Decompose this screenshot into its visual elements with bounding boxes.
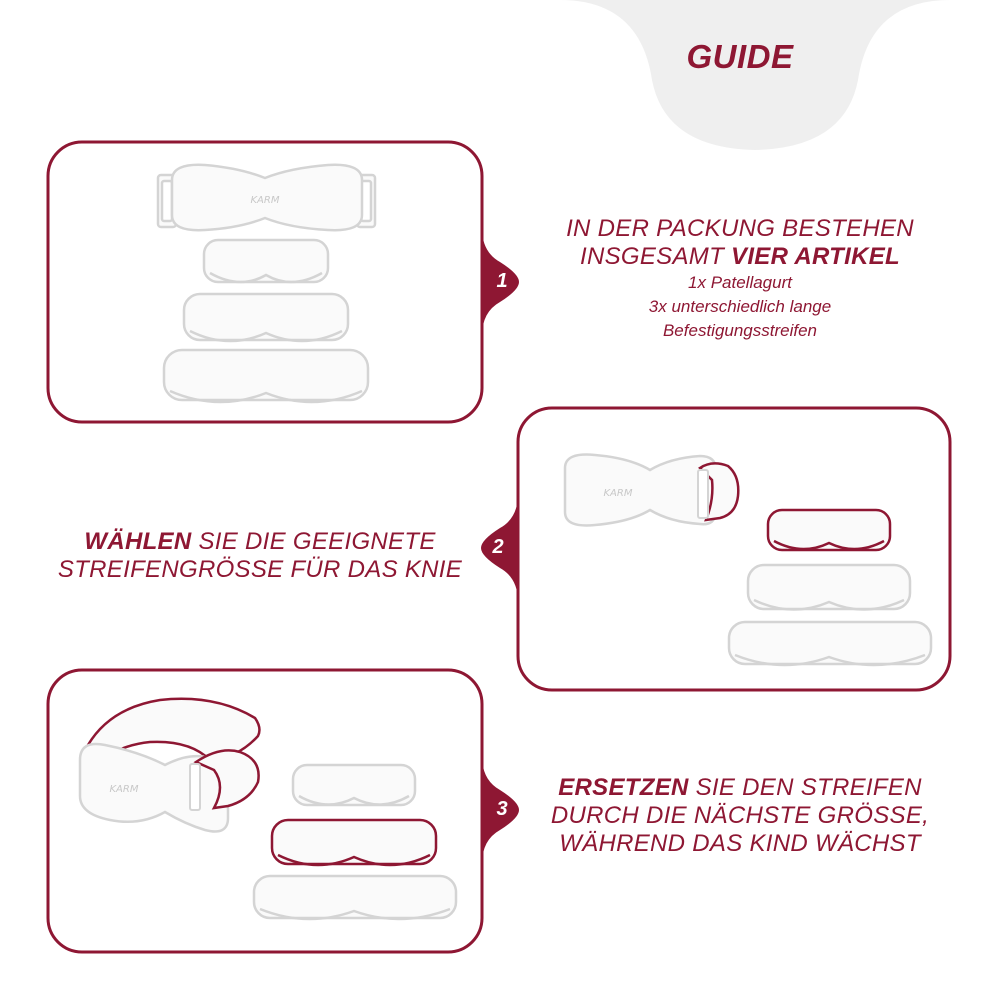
strap-medium-icon [182,292,350,343]
step-1-line-1: IN DER PACKUNG BESTEHEN [566,215,914,242]
svg-text:KARM: KARM [604,488,633,499]
step-1-line-2-text: INSGESAMT [580,243,732,270]
patella-strap-icon: KARM [563,453,740,527]
step-2-highlight: WÄHLEN [84,528,192,555]
panel-3: KARM [46,668,519,954]
svg-text:KARM: KARM [251,195,280,206]
strap-long-icon [252,874,458,921]
strap-short-icon [291,763,417,807]
step-3-highlight: ERSETZEN [558,774,689,801]
step-3-line-2: DURCH DIE NÄCHSTE GRÖSSE, [550,802,930,829]
step-2-line-1: WÄHLEN SIE DIE GEEIGNETE [40,528,480,556]
strap-medium-icon [746,563,912,611]
svg-text:KARM: KARM [110,784,139,795]
header-tab [560,0,950,150]
step-1-text: IN DER PACKUNG BESTEHEN INSGESAMT VIER A… [540,215,940,343]
step-2-text: WÄHLEN SIE DIE GEEIGNETE STREIFENGRÖSSE … [40,528,480,584]
step-1-number: 1 [496,270,508,292]
patella-strap-icon: KARM [156,163,377,232]
step-1-detail-3: Befestigungsstreifen [662,321,818,340]
strap-long-icon [727,620,933,667]
panel-1: KARM [46,140,519,424]
step-2-number: 2 [492,536,504,558]
strap-long-icon [162,348,370,404]
step-3-number: 3 [496,798,508,820]
step-1-line-2: INSGESAMT VIER ARTIKEL [540,243,940,271]
step-3-line-1-text: SIE DEN STREIFEN [688,774,922,801]
strap-worn-icon: KARM [78,697,261,833]
step-1-highlight: VIER ARTIKEL [731,243,900,270]
step-2-line-2: STREIFENGRÖSSE FÜR DAS KNIE [57,556,463,583]
step-3-line-3: WÄHREND DAS KIND WÄCHST [559,830,921,857]
step-3-line-1: ERSETZEN SIE DEN STREIFEN [540,774,940,802]
strap-short-icon [202,238,330,284]
strap-medium-icon[interactable] [270,818,438,867]
step-3-text: ERSETZEN SIE DEN STREIFEN DURCH DIE NÄCH… [540,774,940,858]
step-1-detail-2: 3x unterschiedlich lange [648,297,832,316]
strap-short-icon[interactable] [766,508,892,552]
page-title: GUIDE [686,38,794,75]
panel-2: KARM [481,406,952,692]
step-1-detail-1: 1x Patellagurt [688,273,792,292]
step-2-line-1-text: SIE DIE GEEIGNETE [191,528,436,555]
